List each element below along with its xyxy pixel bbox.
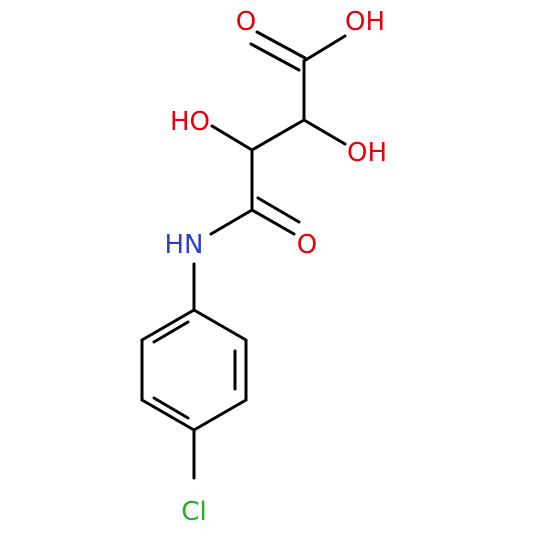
ring-inner-bond-2 [152,396,190,420]
bond-c2-oh [302,118,347,146]
bond-c2-c3 [250,118,306,152]
ring-bond-3 [192,398,248,432]
ring-inner-bond-3 [152,320,190,344]
bond-carboxyl-oh [302,34,347,63]
atom-carboxyl-oxygen: O [236,7,256,37]
bond-amide-double-a [250,208,296,236]
atom-chlorine: Cl [181,497,206,527]
atom-hydroxyl-right: OH [347,138,387,168]
ring-bond-1 [192,308,248,342]
atom-carboxyl-hydroxyl: OH [345,7,385,37]
bond-c3-ho [210,124,254,152]
ring-bond-4 [140,398,196,432]
atom-hydroxyl-left: HO [170,107,210,137]
bond-carboxyl-double-a [255,30,307,60]
bond-carboxyl-double-b [249,42,301,72]
atom-amide-oxygen: O [297,230,317,260]
bond-c4-n [209,208,254,236]
bond-amide-double-b [256,196,301,224]
bonds [140,30,347,480]
atom-amide-nitrogen: HN [165,230,204,260]
atom-labels: O OH HO OH O HN Cl [165,7,388,527]
ring-bond-6 [140,308,196,342]
